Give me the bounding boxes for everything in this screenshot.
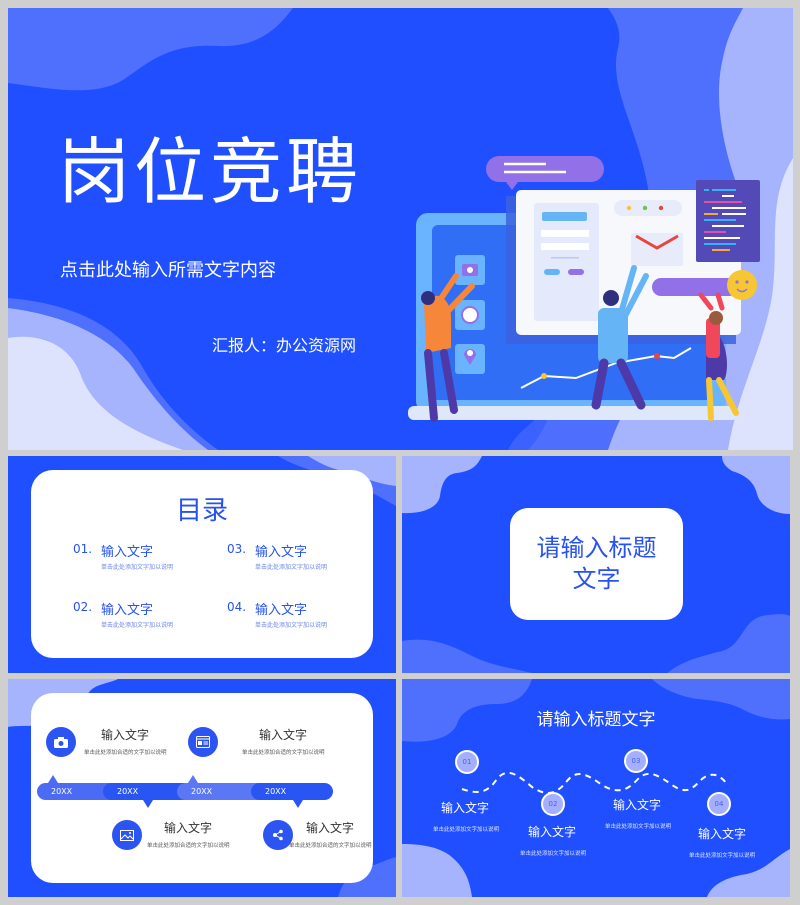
smiley-icon: [727, 270, 757, 300]
cover-reporter[interactable]: 汇报人：办公资源网: [212, 336, 357, 355]
timeline-year: 20XX: [265, 787, 287, 796]
toc-item-label: 输入文字: [255, 603, 308, 618]
toc-item-number: 03.: [227, 542, 247, 556]
step-number-badge: 01: [455, 750, 479, 774]
toc-item-label: 输入文字: [101, 603, 154, 618]
step-number-badge: 02: [541, 792, 565, 816]
timeline-item-desc: 单击此处添加合适的文字加以说明: [84, 750, 167, 756]
timeline-item-title[interactable]: 输入文字: [164, 821, 213, 835]
step-desc: 单击此处添加文字加以说明: [433, 827, 500, 833]
step-number-badge: 04: [707, 792, 731, 816]
toc-item-desc: 单击此处添加文字加以说明: [101, 564, 174, 571]
timeline-year: 20XX: [191, 787, 213, 796]
slide-section[interactable]: 请输入标题文字: [402, 456, 790, 673]
slide-timeline[interactable]: 20XX 20XX 20XX 20XX 输入文字 单击此处添加合适的文字加以说明…: [8, 679, 396, 897]
toc-title[interactable]: 目录: [175, 496, 228, 526]
toc-item-label: 输入文字: [101, 545, 154, 560]
wave-title[interactable]: 请输入标题文字: [536, 710, 656, 730]
dashed-wave-path: [461, 771, 728, 794]
toc-card: 目录 01. 输入文字 单击此处添加文字加以说明 02. 输入文字 单击此处添加…: [31, 470, 373, 658]
step-desc: 单击此处添加文字加以说明: [520, 851, 587, 857]
share-icon[interactable]: [263, 820, 293, 850]
slide-toc[interactable]: 目录 01. 输入文字 单击此处添加文字加以说明 02. 输入文字 单击此处添加…: [8, 456, 396, 673]
timeline-year: 20XX: [51, 787, 73, 796]
toc-item-number: 04.: [227, 600, 247, 614]
timeline-item-desc: 单击此处添加合适的文字加以说明: [289, 843, 372, 849]
timeline-segment: [177, 783, 267, 800]
timeline-item-title[interactable]: 输入文字: [259, 728, 308, 742]
slide-wave-process[interactable]: 请输入标题文字 01 02 03 04 输入文字 单击此处添加文字加以说明 输入…: [402, 679, 790, 897]
section-title[interactable]: 请输入标题文字: [536, 533, 657, 593]
slide-cover[interactable]: 岗位竞聘 点击此处输入所需文字内容 汇报人：办公资源网: [8, 8, 793, 450]
step-label[interactable]: 输入文字: [528, 825, 577, 839]
step-label[interactable]: 输入文字: [698, 827, 747, 841]
cover-title[interactable]: 岗位竞聘: [58, 130, 363, 214]
timeline-item-desc: 单击此处添加合适的文字加以说明: [242, 750, 325, 756]
step-desc: 单击此处添加文字加以说明: [605, 824, 672, 830]
camera-icon[interactable]: [46, 727, 76, 757]
person-figure: [598, 308, 628, 363]
timeline-pointers: [48, 775, 303, 808]
image-icon[interactable]: [112, 820, 142, 850]
timeline-item-title[interactable]: 输入文字: [306, 821, 355, 835]
person-figure: [424, 295, 451, 353]
cover-subtitle[interactable]: 点击此处输入所需文字内容: [60, 260, 276, 281]
step-label[interactable]: 输入文字: [613, 798, 662, 812]
toc-item-desc: 单击此处添加文字加以说明: [255, 622, 328, 629]
toc-item-desc: 单击此处添加文字加以说明: [101, 622, 174, 629]
toc-item-number: 01.: [73, 542, 93, 556]
timeline-segment: [251, 783, 333, 800]
timeline-item-desc: 单击此处添加合适的文字加以说明: [147, 843, 230, 849]
step-number-badge: 03: [624, 749, 648, 773]
wave-background: [402, 679, 790, 897]
wave-background: [402, 456, 790, 673]
section-title-card: 请输入标题文字: [510, 508, 683, 620]
timeline-item-title[interactable]: 输入文字: [101, 728, 150, 742]
chat-bubble-icon: [486, 156, 604, 182]
step-label[interactable]: 输入文字: [441, 801, 490, 815]
timeline-segment: [103, 783, 193, 800]
timeline-card: 20XX 20XX 20XX 20XX 输入文字 单击此处添加合适的文字加以说明…: [31, 693, 373, 883]
browser-window-icon[interactable]: [188, 727, 218, 757]
timeline-year: 20XX: [117, 787, 139, 796]
toc-item-label: 输入文字: [255, 545, 308, 560]
laptop-team-illustration: [408, 156, 760, 422]
step-desc: 单击此处添加文字加以说明: [689, 853, 756, 859]
toc-item-desc: 单击此处添加文字加以说明: [255, 564, 328, 571]
toc-item-number: 02.: [73, 600, 93, 614]
